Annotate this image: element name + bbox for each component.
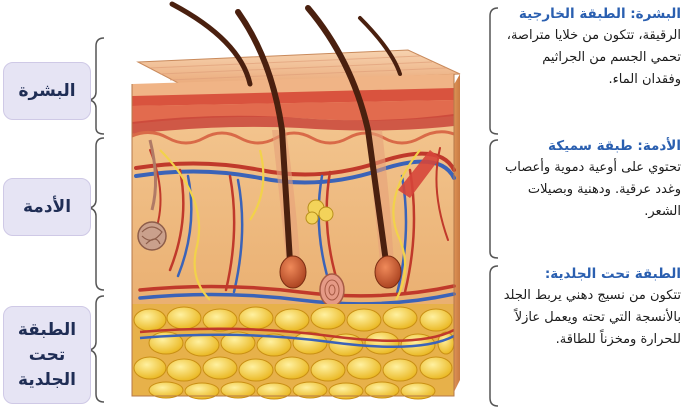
pacinian-corpuscle <box>320 274 344 306</box>
description-epidermis: البشرة: الطبقة الخارجية الرقيقة، تتكون م… <box>503 4 681 91</box>
label-epidermis: البشرة <box>3 62 91 120</box>
bracket-hypodermis-right <box>490 266 498 406</box>
label-dermis: الأدمة <box>3 178 91 236</box>
description-hypodermis-title: الطبقة تحت الجلدية: <box>503 264 681 285</box>
hair-bulb-2 <box>375 256 401 288</box>
description-dermis-title: الأدمة: طبقة سميكة <box>503 136 681 157</box>
bracket-hypodermis <box>90 296 104 402</box>
description-hypodermis-body: تتكون من نسيج دهني يربط الجلد بالأنسجة ا… <box>503 285 681 351</box>
right-brackets <box>490 8 498 406</box>
left-brackets <box>90 38 104 402</box>
description-dermis: الأدمة: طبقة سميكة تحتوي على أوعية دموية… <box>503 136 681 223</box>
description-hypodermis: الطبقة تحت الجلدية: تتكون من نسيج دهني ي… <box>503 264 681 351</box>
hair-bulb-1 <box>280 256 306 288</box>
description-dermis-body: تحتوي على أوعية دموية وأعصاب وغدد عرقية.… <box>503 157 681 223</box>
description-epidermis-body: الرقيقة، تتكون من خلايا متراصة، تحمي الج… <box>503 25 681 91</box>
label-hypodermis: الطبقة تحت الجلدية <box>3 306 91 404</box>
description-epidermis-title: البشرة: الطبقة الخارجية <box>503 4 681 25</box>
bracket-dermis-right <box>490 140 498 258</box>
bracket-epidermis <box>90 38 104 134</box>
bracket-epidermis-right <box>490 8 498 134</box>
bracket-dermis <box>90 138 104 290</box>
